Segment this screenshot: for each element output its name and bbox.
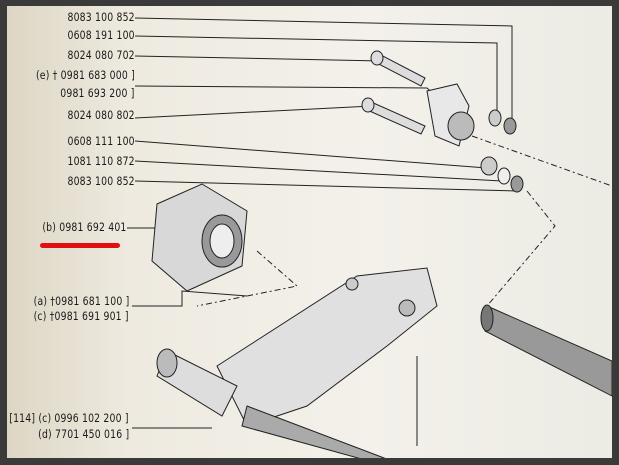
part-label: 8024 080 702 bbox=[67, 48, 135, 62]
parts-diagram-page: 8083 100 852 0608 191 100 8024 080 702 (… bbox=[7, 6, 612, 458]
part-label: 0608 111 100 bbox=[67, 134, 135, 148]
part-label: 1081 110 872 bbox=[67, 154, 135, 168]
part-label: 8083 100 852 bbox=[67, 10, 135, 24]
exploded-diagram bbox=[127, 17, 612, 458]
part-label: 0608 191 100 bbox=[67, 28, 135, 42]
part-label: (e) † 0981 683 000 ] bbox=[36, 68, 135, 82]
part-label-highlighted: (b) 0981 692 401 bbox=[42, 220, 127, 234]
part-label: (d) 7701 450 016 ] bbox=[37, 427, 129, 441]
part-label: 8024 080 802 bbox=[67, 108, 135, 122]
part-label: 8083 100 852 bbox=[67, 174, 135, 188]
part-label: 0981 693 200 ] bbox=[60, 86, 135, 100]
highlight-underline bbox=[40, 243, 120, 248]
part-label: (c) †0981 691 901 ] bbox=[33, 309, 129, 323]
part-label: (a) †0981 681 100 ] bbox=[33, 294, 129, 308]
part-label: [114] (c) 0996 102 200 ] bbox=[9, 411, 129, 425]
